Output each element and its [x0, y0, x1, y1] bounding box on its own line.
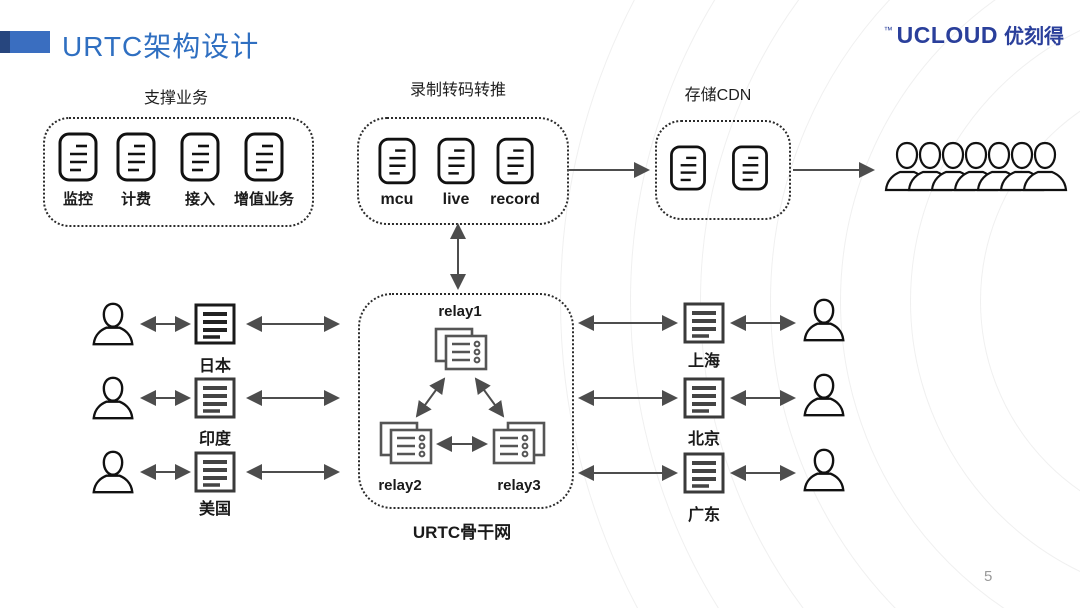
cdn-group-box [655, 120, 791, 220]
transcode-label: mcu [380, 191, 414, 208]
server-doc-icon [58, 132, 98, 182]
left-user-india [90, 376, 136, 420]
relay3-node [491, 420, 547, 466]
relay1-node [433, 326, 489, 372]
relay-icon [434, 327, 488, 371]
support-label: 监控 [62, 191, 93, 208]
right-server-beijing [683, 377, 725, 419]
support-node-access: 接入 [180, 132, 220, 209]
left-user-japan [90, 302, 136, 346]
support-group-box [43, 117, 314, 227]
ucloud-logo: ™ UCLOUD 优刻得 [884, 20, 1064, 49]
right-server-guangdong [683, 452, 725, 494]
server-doc-icon [496, 137, 534, 185]
transcode-label: live [442, 191, 470, 208]
audience-crowd [884, 138, 1069, 194]
title-accent-bar [10, 31, 50, 53]
server-doc-icon [244, 132, 284, 182]
user-icon [803, 298, 845, 342]
region-label-beijing: 北京 [687, 431, 721, 448]
relay-icon [492, 421, 546, 465]
backbone-label: URTC骨干网 [412, 523, 512, 542]
region-server-icon [683, 377, 725, 419]
support-node-value-added: 增值业务 [234, 132, 294, 209]
right-user-guangdong [801, 448, 847, 492]
server-doc-icon [670, 145, 706, 191]
user-icon [92, 376, 134, 420]
right-server-shanghai [683, 302, 725, 344]
support-group-title: 支撑业务 [143, 90, 209, 107]
right-user-beijing [801, 373, 847, 417]
relay3-label: relay3 [497, 477, 541, 494]
user-icon [92, 450, 134, 494]
user-icon [803, 373, 845, 417]
region-label-guangdong: 广东 [687, 507, 721, 524]
left-user-usa [90, 450, 136, 494]
cdn-node-1 [669, 145, 707, 191]
server-doc-icon [437, 137, 475, 185]
title-accent-bar-dark [0, 31, 10, 53]
transcode-label: record [490, 191, 540, 208]
support-node-billing: 计费 [116, 132, 156, 209]
server-doc-icon [116, 132, 156, 182]
region-label-india: 印度 [198, 431, 232, 448]
page-title: URTC架构设计 [62, 31, 260, 62]
audience-icon [884, 141, 1068, 192]
transcode-group-title: 录制转码转推 [409, 82, 507, 99]
region-server-icon [683, 302, 725, 344]
server-doc-icon [732, 145, 768, 191]
page-number: 5 [984, 568, 993, 585]
transcode-node-live: live [437, 137, 475, 209]
support-label: 计费 [120, 191, 151, 208]
relay2-node [378, 420, 434, 466]
logo-brand-text: UCLOUD [896, 22, 998, 48]
support-node-monitoring: 监控 [58, 132, 98, 209]
region-label-shanghai: 上海 [687, 353, 721, 370]
region-label-japan: 日本 [198, 358, 232, 375]
left-server-usa [194, 451, 236, 493]
cdn-node-2 [731, 145, 769, 191]
server-doc-icon [378, 137, 416, 185]
cdn-group-title: 存储CDN [684, 87, 752, 104]
left-server-india [194, 377, 236, 419]
region-server-icon [194, 303, 236, 345]
logo-trademark: ™ [883, 25, 893, 35]
logo-chinese-text: 优刻得 [1004, 26, 1064, 48]
transcode-node-record: record [490, 137, 540, 209]
support-label: 增值业务 [233, 191, 295, 208]
relay1-label: relay1 [438, 303, 482, 320]
region-server-icon [683, 452, 725, 494]
relay-icon [379, 421, 433, 465]
backbone-box [358, 293, 574, 509]
user-icon [92, 302, 134, 346]
server-doc-icon [180, 132, 220, 182]
support-label: 接入 [184, 191, 215, 208]
relay2-label: relay2 [378, 477, 422, 494]
region-server-icon [194, 377, 236, 419]
region-label-usa: 美国 [198, 501, 232, 518]
transcode-node-mcu: mcu [378, 137, 416, 209]
right-user-shanghai [801, 298, 847, 342]
user-icon [803, 448, 845, 492]
left-server-japan [194, 303, 236, 345]
region-server-icon [194, 451, 236, 493]
